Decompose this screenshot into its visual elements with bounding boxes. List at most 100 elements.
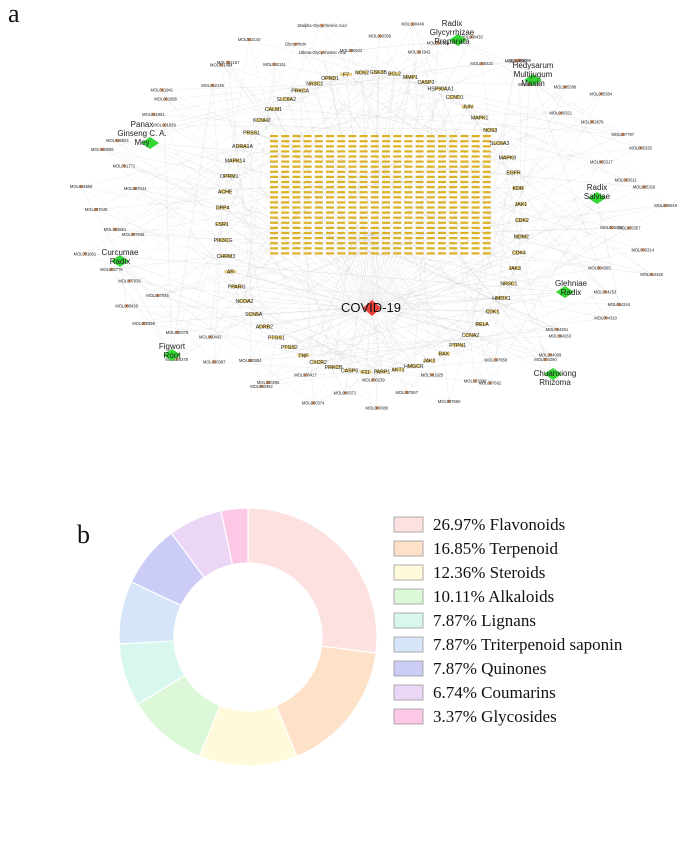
grid-target-label (482, 231, 491, 235)
grid-target-label (303, 231, 312, 235)
grid-target-label (270, 221, 278, 224)
network-edge (114, 132, 252, 230)
grid-target-label (404, 170, 413, 173)
grid-target-label (482, 211, 491, 214)
network-edge (81, 186, 334, 368)
grid-target-label (415, 140, 424, 143)
grid-target-label (404, 140, 413, 143)
grid-target-label (326, 221, 334, 224)
grid-target-label (370, 196, 379, 199)
grid-target-label (270, 191, 278, 194)
grid-target-label (482, 247, 491, 250)
compound-label: MOL000417 (294, 373, 317, 378)
grid-target-label (270, 237, 278, 240)
grid-target-label (393, 135, 402, 138)
network-edge (371, 268, 515, 309)
grid-target-label (449, 242, 458, 245)
grid-target-label (393, 150, 402, 153)
network-edge (149, 142, 496, 360)
network-edge (149, 142, 645, 188)
grid-target-label (482, 135, 491, 138)
network-edge (236, 42, 439, 287)
grid-target-label (359, 211, 368, 214)
grid-target-label (281, 170, 290, 173)
network-edge (96, 209, 373, 236)
grid-target-label (303, 211, 312, 214)
grid-target-label (314, 150, 323, 153)
compound-node-mol007658: MOL007658 (485, 357, 508, 362)
compound-label: MOL000387 (203, 359, 226, 364)
grid-target-label (404, 221, 413, 224)
compound-node-mol005314: MOL005314 (631, 247, 654, 252)
target-label: OPRD1 (321, 76, 339, 82)
target-node-oprm1: OPRM1 (220, 174, 239, 180)
grid-target-label (382, 180, 390, 184)
target-label: KDR (513, 186, 524, 192)
herb-label: Radix (110, 257, 130, 266)
grid-target-label (270, 231, 278, 235)
network-edge (371, 172, 514, 309)
grid-target-label (314, 160, 323, 163)
grid-target-label (281, 196, 290, 199)
grid-target-label (460, 211, 469, 214)
grid-target-label (426, 180, 435, 184)
compound-node-mol004328: MOL004328 (640, 272, 663, 277)
legend-label: 16.85% Terpenoid (433, 539, 559, 558)
grid-target-label (471, 191, 480, 194)
grid-target-label (337, 150, 346, 153)
network-edge (379, 35, 455, 97)
grid-target-label (359, 165, 368, 168)
grid-target-label (449, 145, 458, 148)
herb-label: Curcumae (102, 248, 139, 257)
grid-target-label (415, 135, 424, 138)
network-edge (410, 60, 520, 78)
network-edge (499, 60, 517, 144)
network-edge (312, 234, 373, 403)
grid-target-label (359, 226, 368, 229)
grid-target-label (303, 242, 312, 245)
grid-target-label (303, 170, 312, 173)
grid-target-label (382, 221, 390, 224)
network-edge (153, 114, 471, 336)
network-edge (165, 76, 411, 100)
grid-target-label (359, 196, 368, 199)
grid-target-label (370, 186, 379, 189)
grid-target-label (314, 165, 323, 168)
grid-target-label (359, 170, 368, 173)
network-edge (322, 52, 399, 370)
legend-label: 26.97% Flavonoids (433, 515, 565, 534)
herb-label: Panax (131, 120, 154, 129)
target-label: NCOA2 (235, 299, 253, 305)
grid-target-label (337, 135, 346, 138)
grid-target-label (303, 155, 312, 158)
compound-node-mol001951: MOL001951 (142, 112, 165, 117)
grid-target-label (460, 160, 469, 163)
grid-target-label (314, 175, 323, 178)
grid-target-label (393, 170, 402, 173)
grid-target-label (426, 165, 435, 168)
grid-target-label (337, 237, 346, 240)
target-node-ache: ACHE (218, 190, 233, 196)
network-edge (250, 345, 458, 361)
network-edge (425, 81, 530, 85)
grid-target-label (326, 145, 334, 148)
legend-item-steroids: 12.36% Steroids (393, 563, 545, 582)
grid-target-label (404, 186, 413, 189)
network-edge (84, 253, 566, 293)
grid-target-label (370, 201, 379, 204)
grid-target-label (314, 135, 323, 138)
grid-target-label (393, 155, 402, 158)
target-node-adrb2: ADRB2 (256, 324, 273, 330)
network-edge (213, 74, 347, 362)
network-edge (489, 197, 598, 384)
grid-target-label (326, 135, 334, 138)
network-edge (119, 260, 127, 306)
grid-target-label (292, 145, 301, 148)
network-edge (221, 64, 554, 375)
grid-target-label (359, 237, 368, 240)
network-edge (221, 64, 458, 346)
target-label: PARP1 (374, 370, 391, 376)
herb-label: Salviae (584, 192, 611, 201)
grid-target-label (393, 165, 402, 168)
compound-node-mol000358: MOL000358 (427, 40, 450, 45)
